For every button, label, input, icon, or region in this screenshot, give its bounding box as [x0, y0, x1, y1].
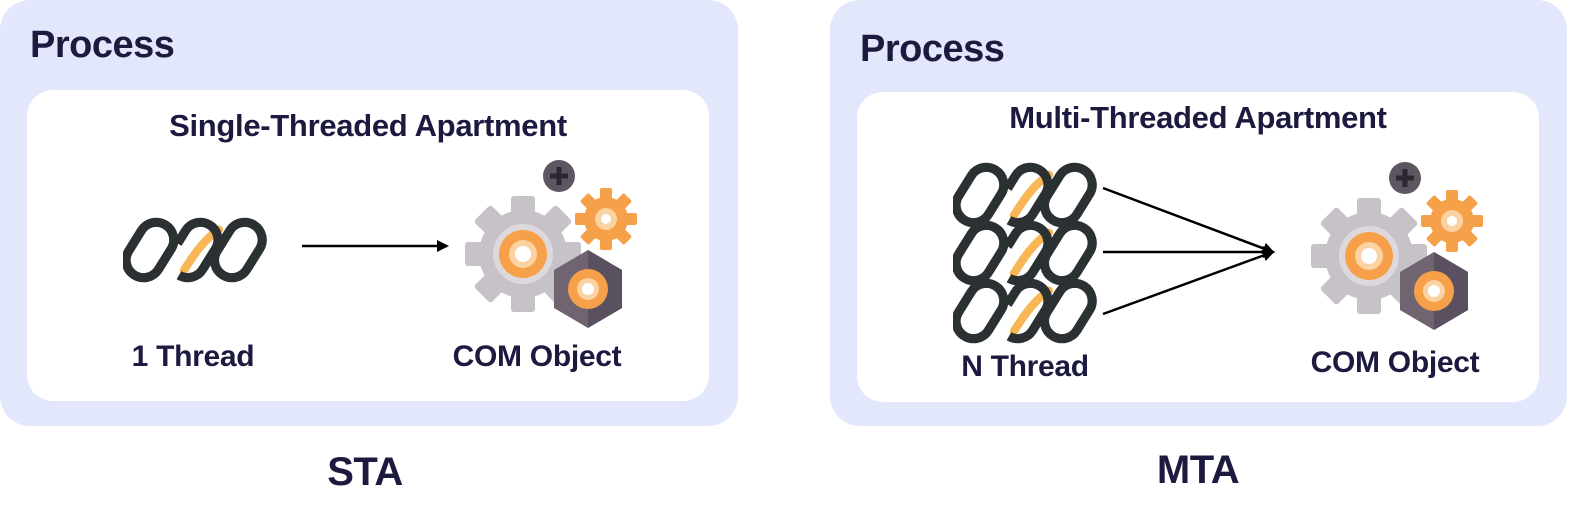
- thread-label: 1 Thread: [131, 340, 255, 373]
- com-object-label: COM Object: [452, 340, 622, 373]
- arrow-right-icon: [1102, 249, 1275, 316]
- thread-label: N Thread: [961, 350, 1089, 383]
- com-object-label: COM Object: [1310, 346, 1480, 379]
- arrows-to-com-object: [1102, 186, 1275, 316]
- process-title: Process: [860, 28, 1005, 70]
- com-object-gear-icon: [1311, 162, 1483, 330]
- single-threaded-apartment: Single-Threaded Apartment 1 Thread COM O…: [27, 90, 709, 401]
- arrow-right-icon: [1102, 186, 1275, 255]
- apartment-title: Single-Threaded Apartment: [169, 108, 567, 143]
- process-container-sta: Process Single-Threaded Apartment 1 Thre…: [0, 0, 738, 426]
- thread-chain-icon: [123, 215, 268, 285]
- multi-threaded-apartment: Multi-Threaded Apartment N Thread COM Ob…: [857, 92, 1539, 402]
- arrow-right-icon: [302, 240, 449, 252]
- process-container-mta: Process Multi-Threaded Apartment N Threa…: [830, 0, 1567, 426]
- process-title: Process: [30, 24, 175, 66]
- apartment-title: Multi-Threaded Apartment: [1009, 100, 1387, 135]
- sta-caption: STA: [327, 450, 403, 494]
- com-object-gear-icon: [465, 160, 637, 328]
- thread-chain-icon-3: [953, 276, 1098, 346]
- mta-caption: MTA: [1156, 448, 1240, 492]
